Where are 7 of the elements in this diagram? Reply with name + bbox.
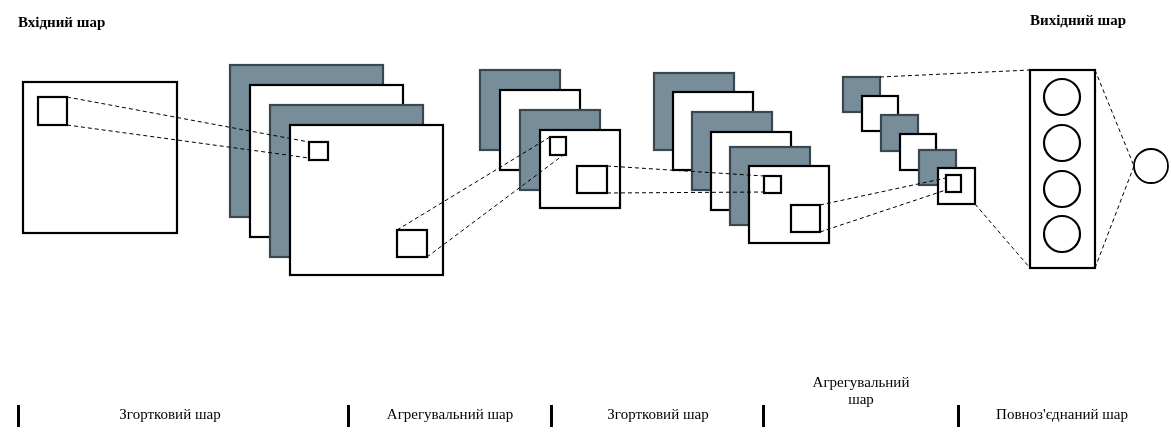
layer-label: Агрегувальний шар bbox=[385, 406, 515, 423]
layer-label: Повноз'єднаний шар bbox=[995, 406, 1129, 423]
layer-heading: Вихідний шар bbox=[1030, 12, 1128, 29]
layer-label: Згортковий шар bbox=[118, 406, 222, 423]
layer-heading: Вхідний шар bbox=[18, 14, 107, 31]
layer-label: Згортковий шар bbox=[606, 406, 710, 423]
layer-label: Агрегувальний шар bbox=[811, 374, 911, 408]
